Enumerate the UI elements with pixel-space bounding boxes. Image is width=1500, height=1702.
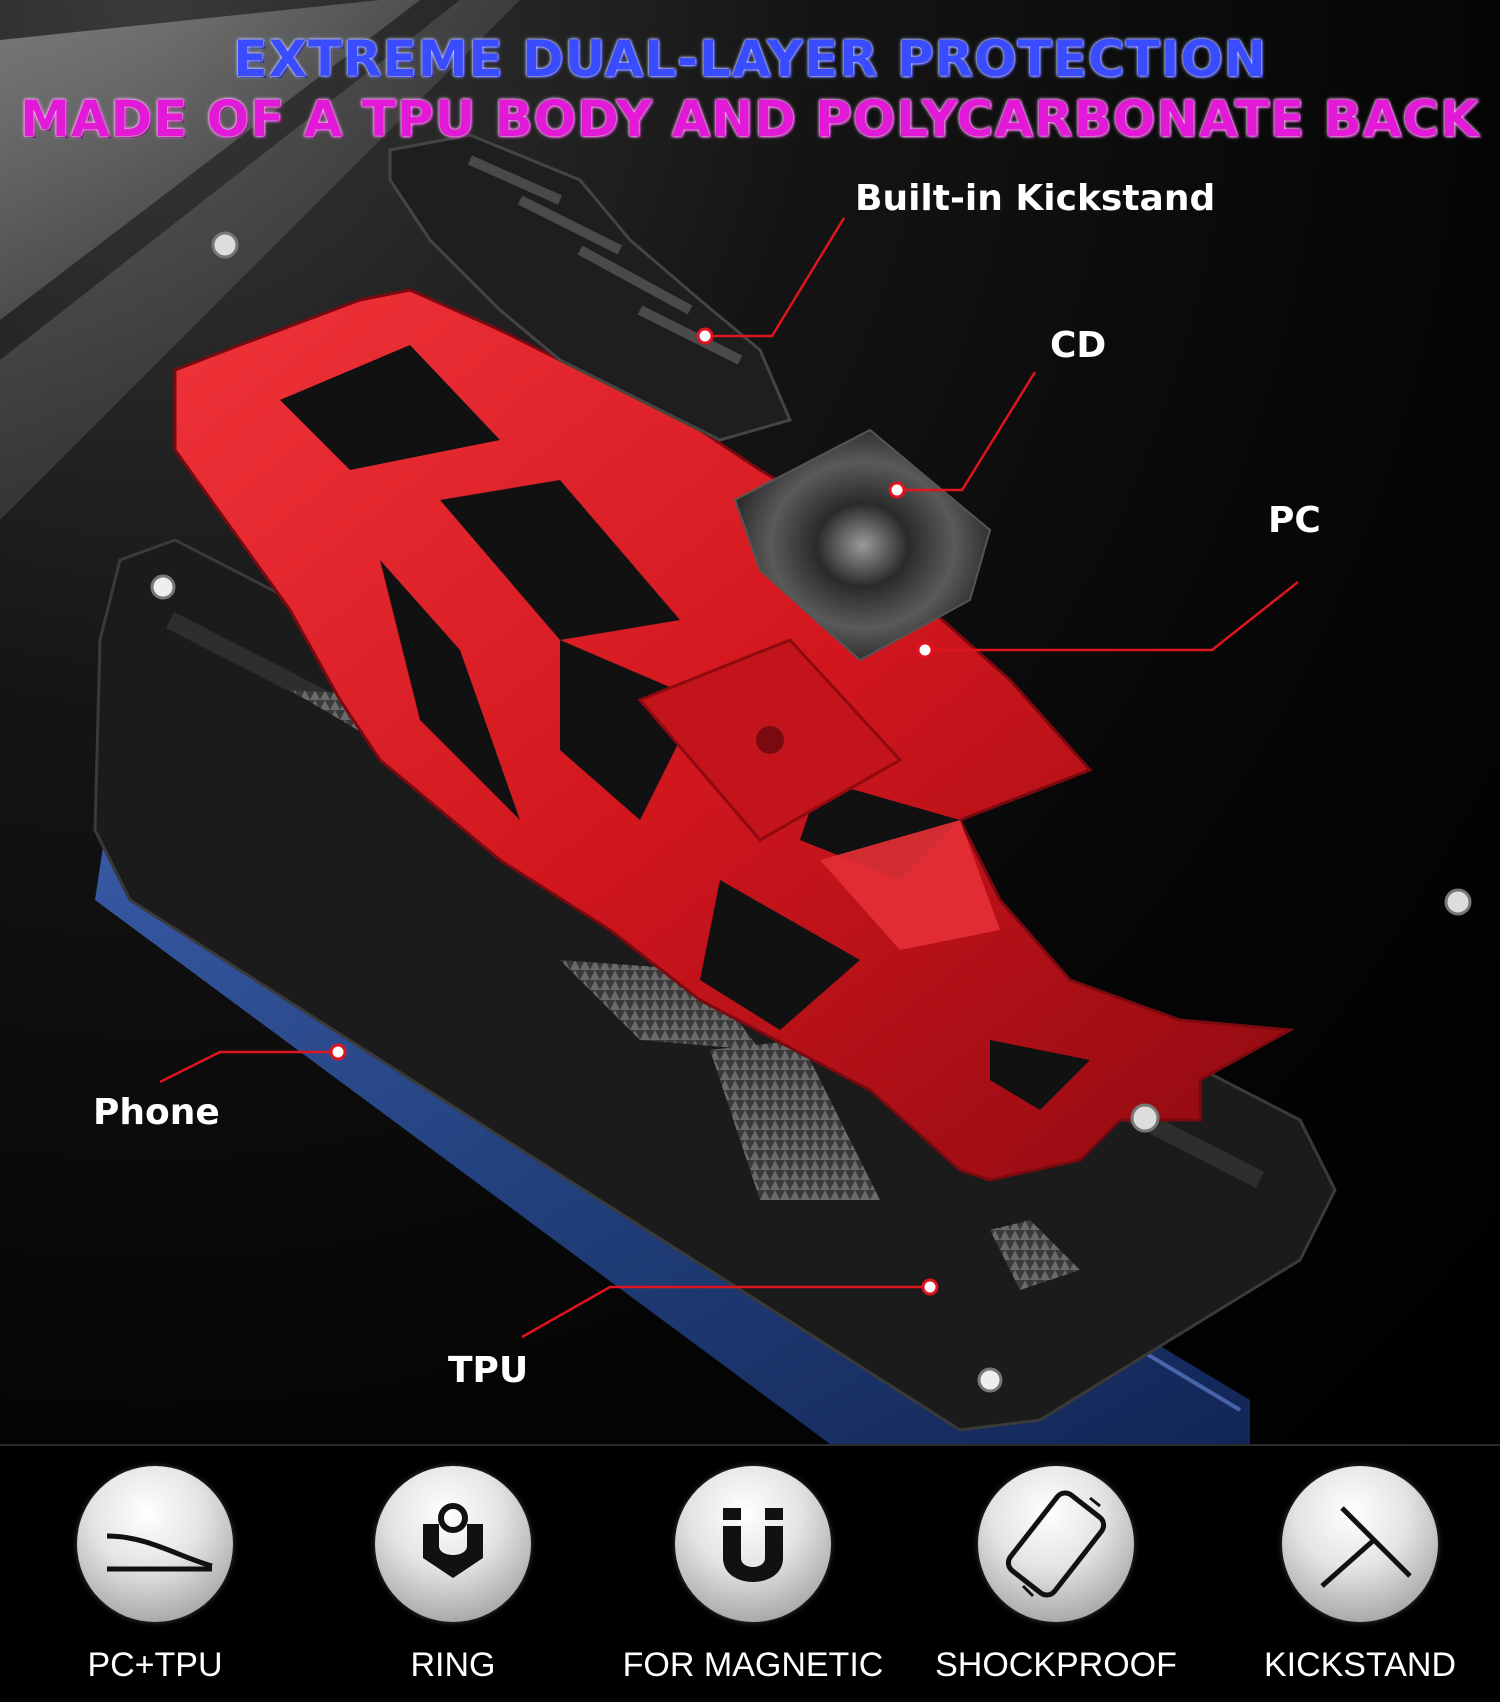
feature-strip: PC+TPU RING FOR MAGNETIC — [0, 1444, 1500, 1702]
shockproof-phone-icon — [1005, 1490, 1107, 1598]
cd-callout-line — [897, 371, 1037, 492]
headline-line-1: EXTREME DUAL-LAYER PROTECTION — [233, 30, 1267, 88]
exploded-case-illustration — [0, 0, 1472, 1444]
feature-shockproof: SHOCKPROOF — [906, 1446, 1206, 1702]
layers-icon — [106, 1533, 213, 1572]
feature-label: FOR MAGNETIC — [622, 1646, 884, 1684]
feature-label: PC+TPU — [87, 1646, 223, 1684]
feature-kickstand: KICKSTAND — [1210, 1446, 1500, 1702]
light-beam — [0, 0, 420, 320]
kickstand-callout-dot — [696, 327, 714, 345]
feature-label: KICKSTAND — [1263, 1646, 1457, 1684]
phone-callout-dot — [329, 1043, 347, 1061]
magnet-icon — [723, 1508, 783, 1582]
feature-label: RING — [410, 1646, 496, 1684]
cd-callout-dot — [888, 481, 906, 499]
screw-icon — [977, 1367, 1003, 1393]
tpu-callout-dot — [921, 1278, 939, 1296]
kickstand-icon — [1320, 1506, 1412, 1588]
tpu-callout-line — [521, 1285, 930, 1339]
ring-icon — [423, 1503, 483, 1578]
screw-icon — [1444, 888, 1472, 916]
callout-tpu: TPU — [448, 1350, 529, 1391]
kickstand-callout-line — [705, 217, 846, 338]
cd-plate — [733, 428, 992, 662]
screw-icon — [150, 574, 176, 600]
callout-kickstand: Built-in Kickstand — [855, 178, 1216, 219]
grip-texture — [560, 960, 760, 1050]
callout-phone: Phone — [93, 1092, 220, 1133]
grip-texture — [710, 1040, 880, 1200]
phone-callout-line — [159, 1050, 338, 1084]
pc-callout-line — [925, 581, 1299, 652]
headline-line-2: MADE OF A TPU BODY AND POLYCARBONATE BAC… — [20, 90, 1480, 148]
feature-ring: RING — [303, 1446, 603, 1702]
feature-label: SHOCKPROOF — [935, 1646, 1177, 1684]
light-beam — [0, 0, 520, 520]
grip-texture — [990, 1220, 1080, 1290]
feature-magnetic: FOR MAGNETIC — [603, 1446, 903, 1702]
callout-pc: PC — [1268, 500, 1321, 541]
pc-callout-dot — [916, 641, 934, 659]
product-hero: EXTREME DUAL-LAYER PROTECTION MADE OF A … — [0, 0, 1500, 1444]
callout-cd: CD — [1050, 325, 1107, 366]
screw-icon — [211, 231, 239, 259]
kickstand-part — [388, 133, 793, 442]
feature-pc-tpu: PC+TPU — [5, 1446, 305, 1702]
screw-icon — [1130, 1103, 1160, 1133]
